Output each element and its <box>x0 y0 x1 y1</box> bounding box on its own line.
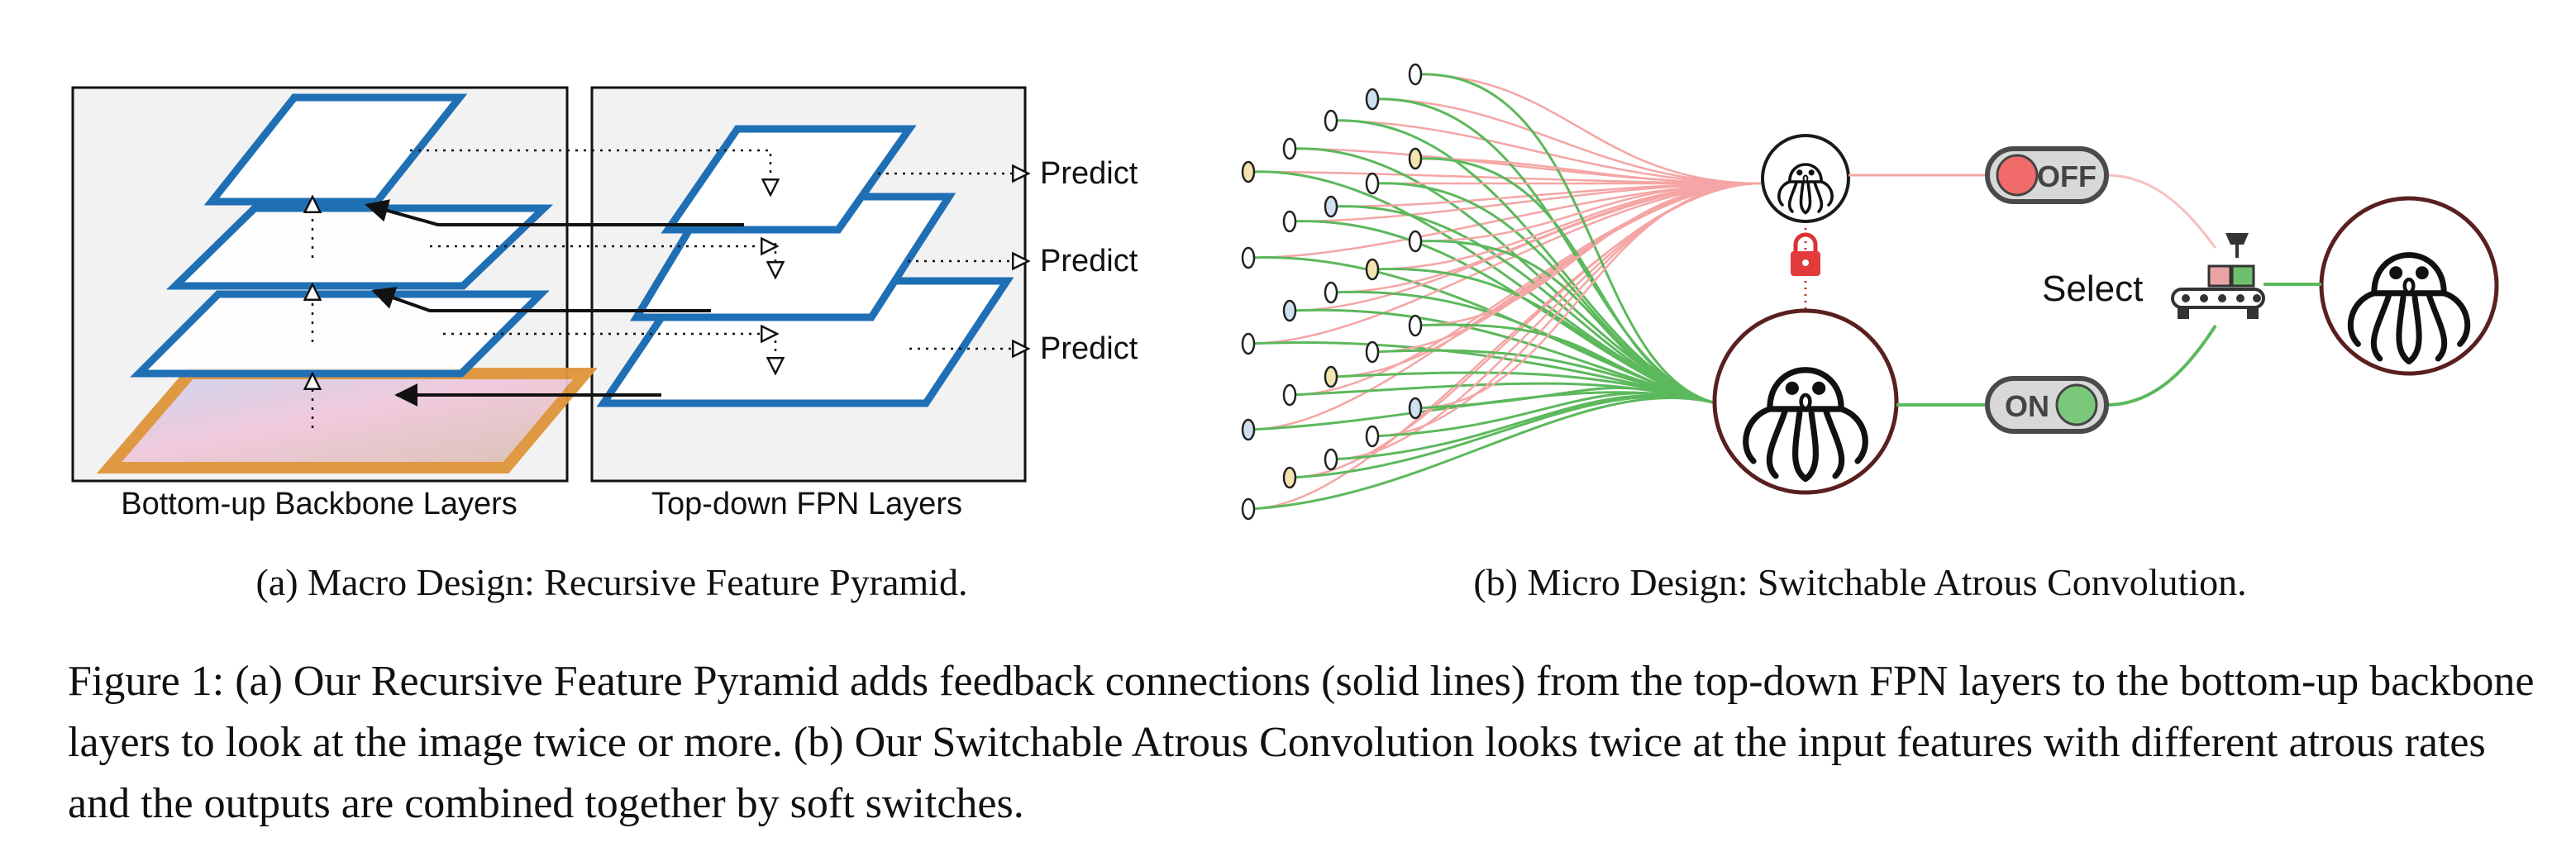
subcaption-b: (b) Micro Design: Switchable Atrous Conv… <box>1473 561 2246 603</box>
input-feature-node <box>1408 147 1423 170</box>
input-feature-node <box>1241 497 1256 521</box>
input-feature-node <box>1408 314 1423 337</box>
octopus-icon <box>1761 134 1850 223</box>
off-branch-edge <box>1414 182 1762 410</box>
off-label: OFF <box>2037 159 2097 193</box>
input-feature-node <box>1282 466 1297 489</box>
backbone-layer-3 <box>130 290 550 378</box>
input-feature-node <box>1408 230 1423 253</box>
panel-a-macro-design: Predict Predict Predict Bottom-up Backbo… <box>71 86 1138 603</box>
off-branch-edge <box>1371 98 1762 185</box>
on-branch-edge <box>1330 119 1717 405</box>
feedback-arrow-2 <box>371 287 711 312</box>
input-feature-node <box>1241 332 1256 355</box>
on-branch-edge <box>1247 397 1717 511</box>
input-feature-node <box>1408 397 1423 420</box>
subcaption-a: (a) Macro Design: Recursive Feature Pyra… <box>256 561 968 603</box>
off-to-select-line <box>2106 174 2217 249</box>
on-branch-edge <box>1371 392 1717 438</box>
on-branch-edge <box>1371 182 1717 405</box>
octopus-icon <box>1712 308 1899 495</box>
input-feature-node <box>1324 365 1338 388</box>
backbone-layer-2 <box>165 204 554 290</box>
input-feature-node <box>1365 425 1380 448</box>
off-branch-edge <box>1414 157 1762 185</box>
off-branch-edge <box>1330 182 1762 208</box>
feedback-arrow-1 <box>365 199 744 226</box>
on-branch-edge <box>1371 267 1717 405</box>
off-branch-edge <box>1330 119 1762 185</box>
predict-label-3: Predict <box>1040 331 1138 366</box>
on-label: ON <box>2005 389 2049 423</box>
figure-caption: Figure 1: (a) Our Recursive Feature Pyra… <box>68 658 2535 827</box>
on-branch-edge <box>1330 393 1717 461</box>
switch-on-icon: ON <box>1985 376 2109 434</box>
on-branch-edge <box>1414 157 1717 405</box>
lock-icon <box>1791 232 1820 276</box>
off-branch-edge <box>1414 182 1762 327</box>
on-branch-edge <box>1414 240 1717 405</box>
off-branch-edge <box>1414 182 1762 243</box>
input-feature-node <box>1324 195 1338 218</box>
input-feature-node <box>1365 258 1380 281</box>
input-feature-nodes <box>1241 63 1423 521</box>
input-feature-node <box>1408 63 1423 86</box>
input-image <box>96 368 599 473</box>
input-feature-node <box>1241 160 1256 183</box>
on-branch-edge <box>1289 395 1717 479</box>
input-feature-node <box>1365 172 1380 195</box>
input-feature-node <box>1365 88 1380 111</box>
on-branch-edge <box>1414 73 1717 405</box>
input-feature-node <box>1324 448 1338 471</box>
fpn-label: Top-down FPN Layers <box>651 487 962 521</box>
fpn-layer-1 <box>661 125 917 234</box>
off-branch-edge <box>1371 182 1762 271</box>
switch-off-icon: OFF <box>1985 146 2109 204</box>
input-feature-node <box>1241 418 1256 441</box>
predict-label-2: Predict <box>1040 244 1138 278</box>
on-to-select-line <box>2106 324 2217 407</box>
backbone-label: Bottom-up Backbone Layers <box>121 487 518 521</box>
input-feature-node <box>1324 281 1338 304</box>
input-feature-node <box>1365 340 1380 364</box>
input-feature-node <box>1282 210 1297 233</box>
on-branch-edge <box>1371 349 1717 405</box>
panel-b-micro-design: OFF ON Select (b) Micro Design: Switchab… <box>1241 63 2499 603</box>
on-branch-edge <box>1414 387 1717 410</box>
input-feature-node <box>1282 137 1297 160</box>
select-label: Select <box>2042 269 2143 309</box>
lateral-dotted-1 <box>410 149 770 195</box>
off-branch-edge <box>1414 73 1762 185</box>
input-feature-node <box>1282 299 1297 322</box>
on-branch-edge <box>1414 323 1717 405</box>
input-feature-node <box>1241 246 1256 269</box>
connection-lines <box>1247 73 1762 511</box>
input-feature-node <box>1282 383 1297 407</box>
selector-machine-icon <box>2171 233 2265 319</box>
predict-label-1: Predict <box>1040 156 1138 191</box>
input-feature-node <box>1324 109 1338 132</box>
octopus-icon <box>2319 196 2499 376</box>
off-branch-edge <box>1247 182 1762 345</box>
